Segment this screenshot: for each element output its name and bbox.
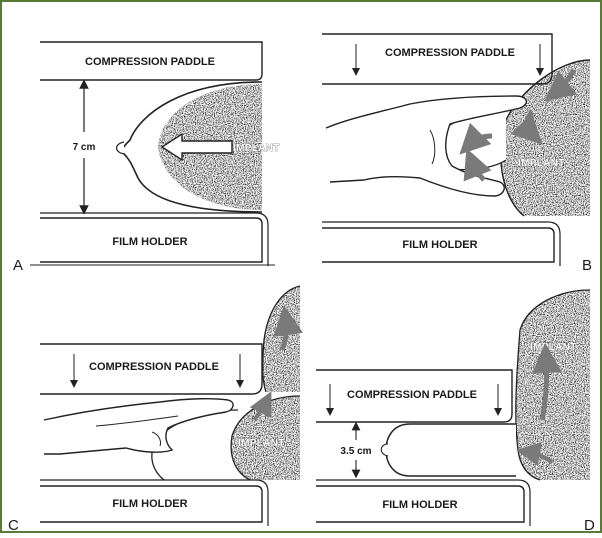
hand [44, 399, 233, 454]
implant [263, 286, 300, 392]
paddle-label: COMPRESSION PADDLE [347, 389, 477, 401]
panel-d: IMPLANT COMPRESSION PADDLE 3.5 cm FILM H… [316, 290, 595, 533]
implant-label: IMPLANT [238, 438, 285, 449]
panel-letter: C [8, 517, 19, 533]
panel-b: COMPRESSION PADDLE IMPLANT FILM HOLDER B [322, 34, 592, 274]
panel-letter: B [582, 257, 592, 274]
measurement-label: 3.5 cm [340, 446, 371, 457]
measurement-label: 7 cm [73, 142, 96, 153]
implant [516, 290, 590, 480]
holder-label: FILM HOLDER [382, 499, 457, 511]
paddle-label: COMPRESSION PADDLE [89, 361, 219, 373]
breast-outline [386, 424, 516, 476]
holder-label: FILM HOLDER [112, 236, 187, 248]
nipple [117, 142, 125, 154]
nipple [381, 444, 388, 456]
panel-letter: A [13, 257, 23, 274]
panel-c: COMPRESSION PADDLE IMPLANT FILM HOLDER C [8, 286, 300, 533]
paddle-label: COMPRESSION PADDLE [85, 56, 215, 68]
holder-label: FILM HOLDER [402, 239, 477, 251]
paddle-label: COMPRESSION PADDLE [385, 47, 515, 59]
implant-label: IMPLANT [233, 143, 280, 154]
implant-label: IMPLANT [518, 158, 565, 169]
panel-a: COMPRESSION PADDLE FILM HOLDER IMPLANT 7… [13, 42, 280, 274]
holder-label: FILM HOLDER [112, 498, 187, 510]
implant-label: IMPLANT [530, 342, 577, 353]
panel-letter: D [584, 517, 595, 533]
